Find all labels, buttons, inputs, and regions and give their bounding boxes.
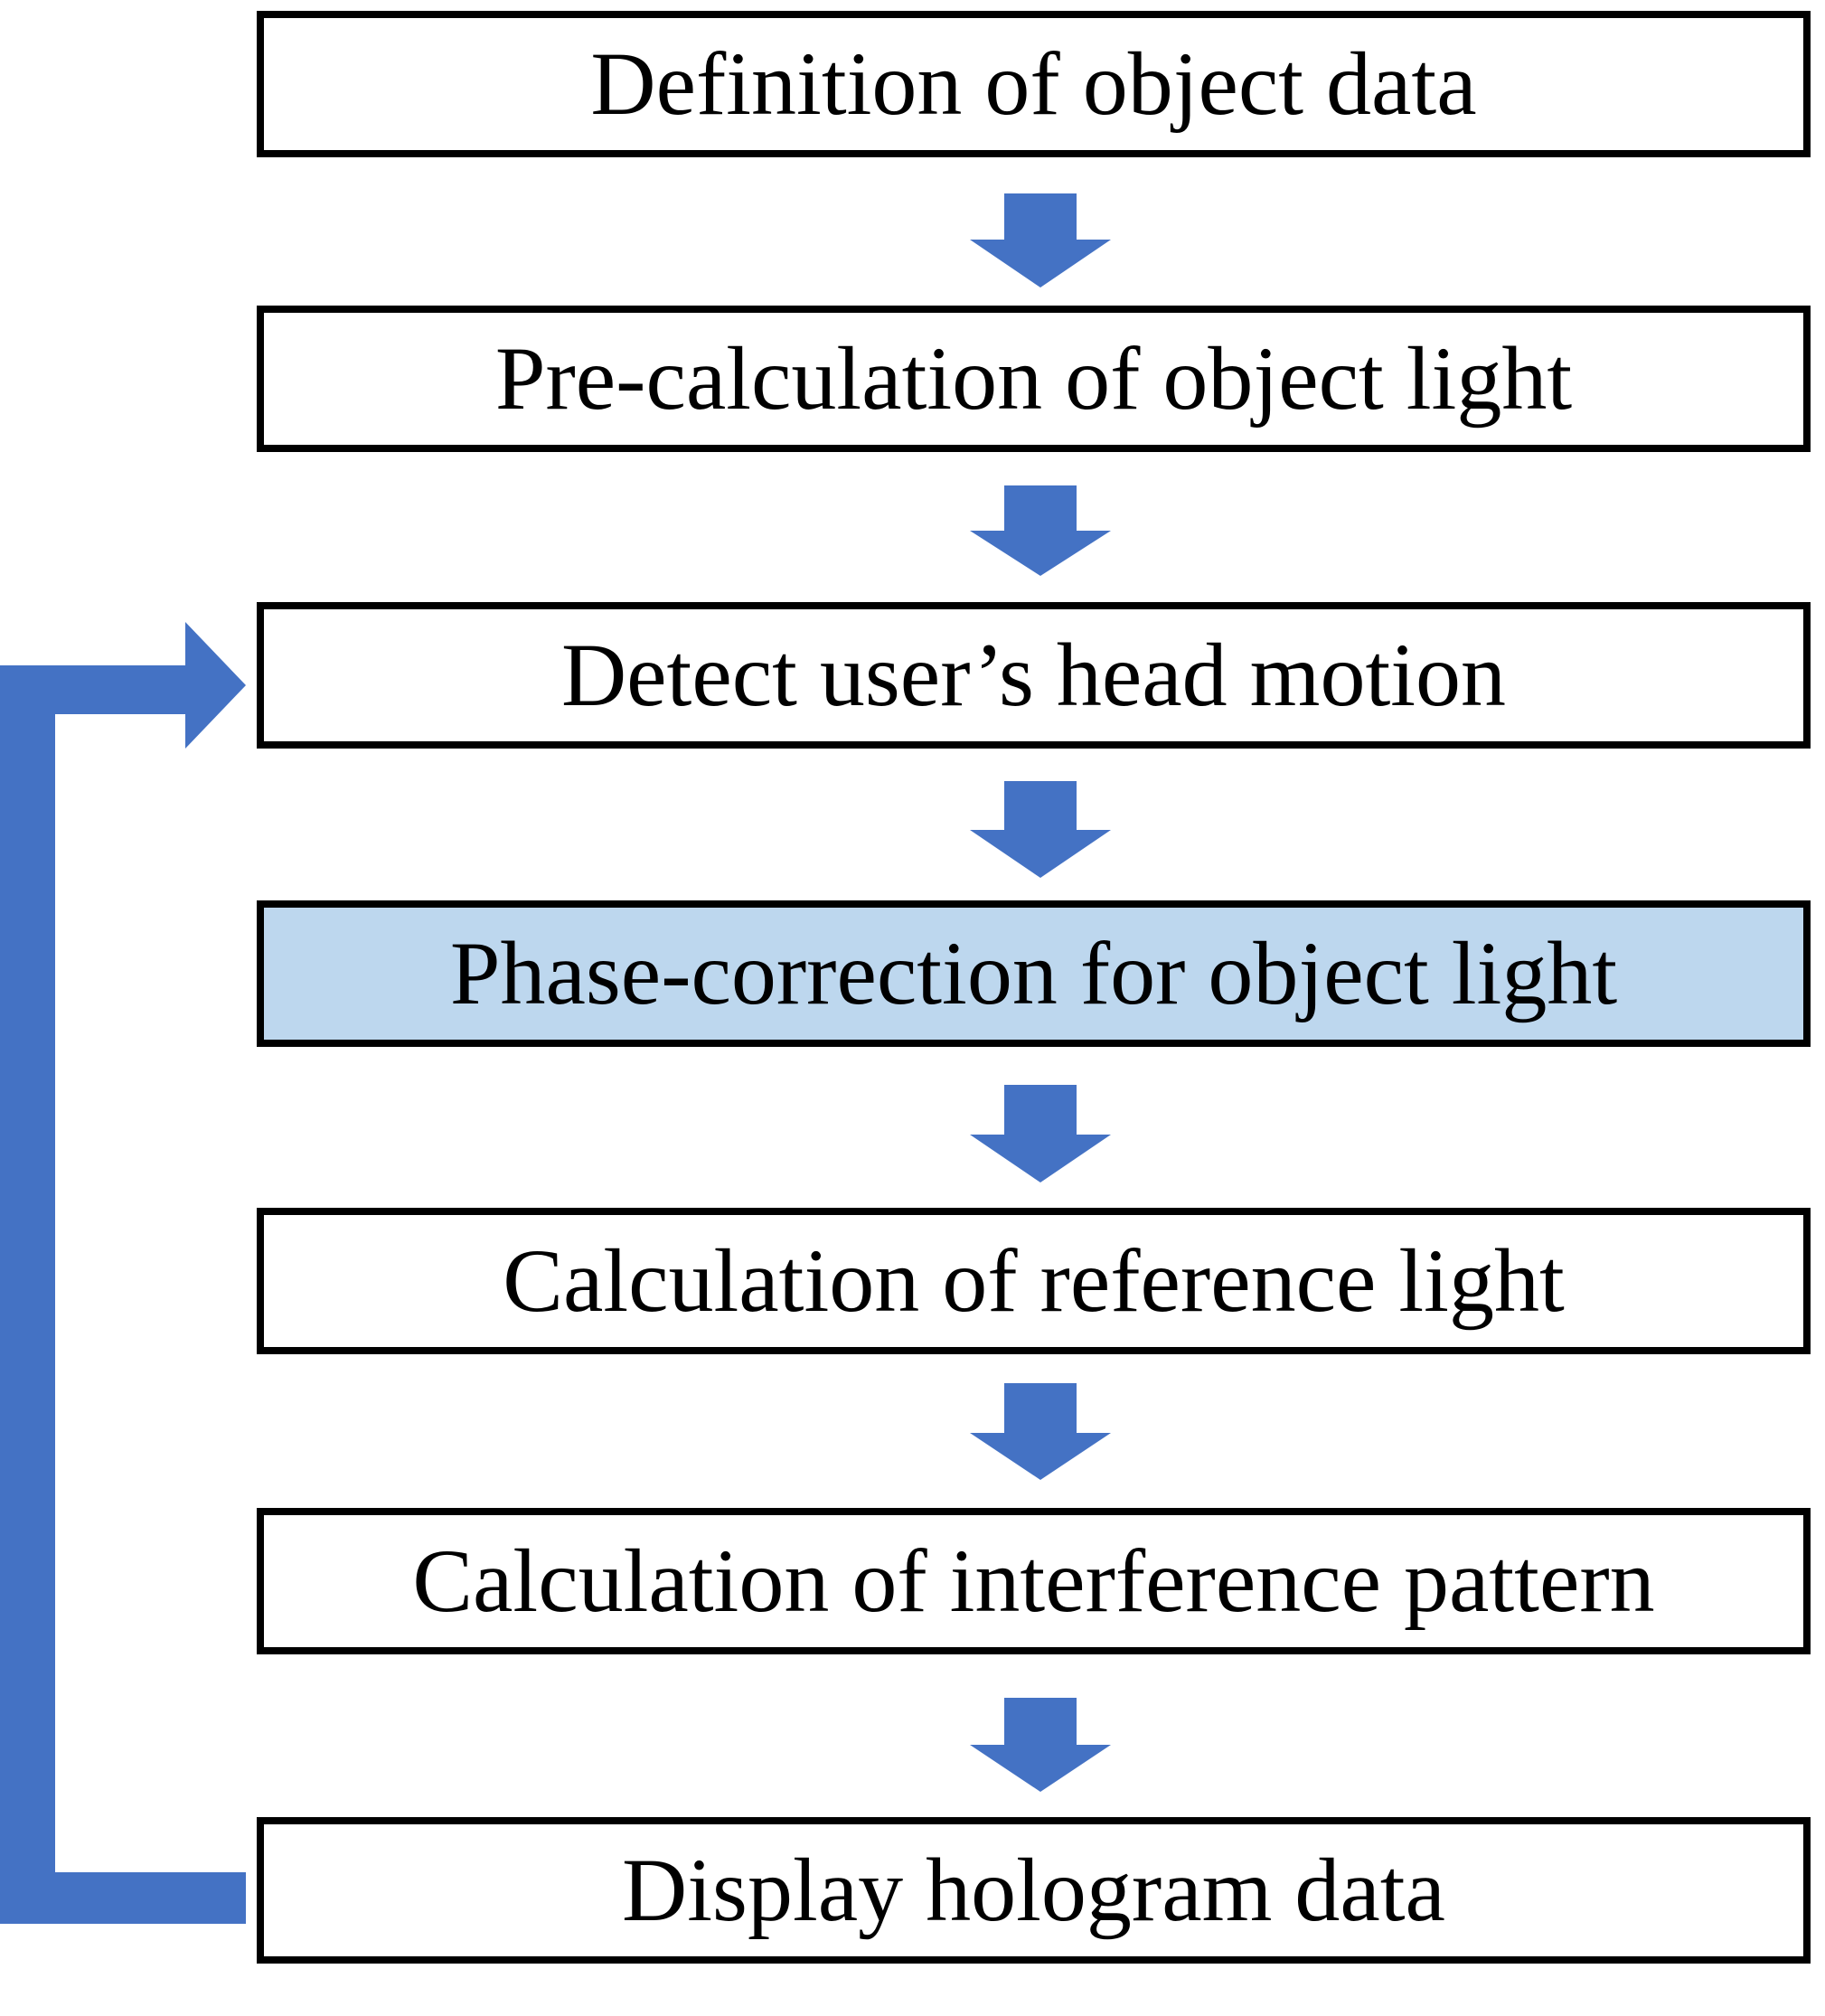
step-label: Pre-calculation of object light xyxy=(494,328,1573,429)
step-label: Display hologram data xyxy=(622,1840,1445,1940)
step-box-phase-correction: Phase-correction for object light xyxy=(257,900,1811,1047)
step-label: Detect user’s head motion xyxy=(560,625,1507,725)
step-label: Calculation of reference light xyxy=(503,1230,1565,1331)
step-box-display-hologram-data: Display hologram data xyxy=(257,1817,1811,1964)
down-arrow-icon xyxy=(970,781,1111,878)
down-arrow-icon xyxy=(970,1698,1111,1792)
step-label: Phase-correction for object light xyxy=(449,923,1618,1023)
step-box-calculation-of-reference-light: Calculation of reference light xyxy=(257,1208,1811,1354)
down-arrow-icon xyxy=(970,1085,1111,1182)
step-label: Calculation of interference pattern xyxy=(412,1531,1655,1631)
down-arrow-icon xyxy=(970,1383,1111,1480)
step-box-definition-of-object-data: Definition of object data xyxy=(257,11,1811,157)
step-box-calculation-of-interference-pattern: Calculation of interference pattern xyxy=(257,1508,1811,1654)
step-label: Definition of object data xyxy=(590,33,1477,134)
step-box-pre-calculation-of-object-light: Pre-calculation of object light xyxy=(257,306,1811,452)
step-box-detect-head-motion: Detect user’s head motion xyxy=(257,602,1811,749)
down-arrow-icon xyxy=(970,193,1111,287)
down-arrow-icon xyxy=(970,485,1111,576)
feedback-loop-arrow-icon xyxy=(0,622,246,1924)
